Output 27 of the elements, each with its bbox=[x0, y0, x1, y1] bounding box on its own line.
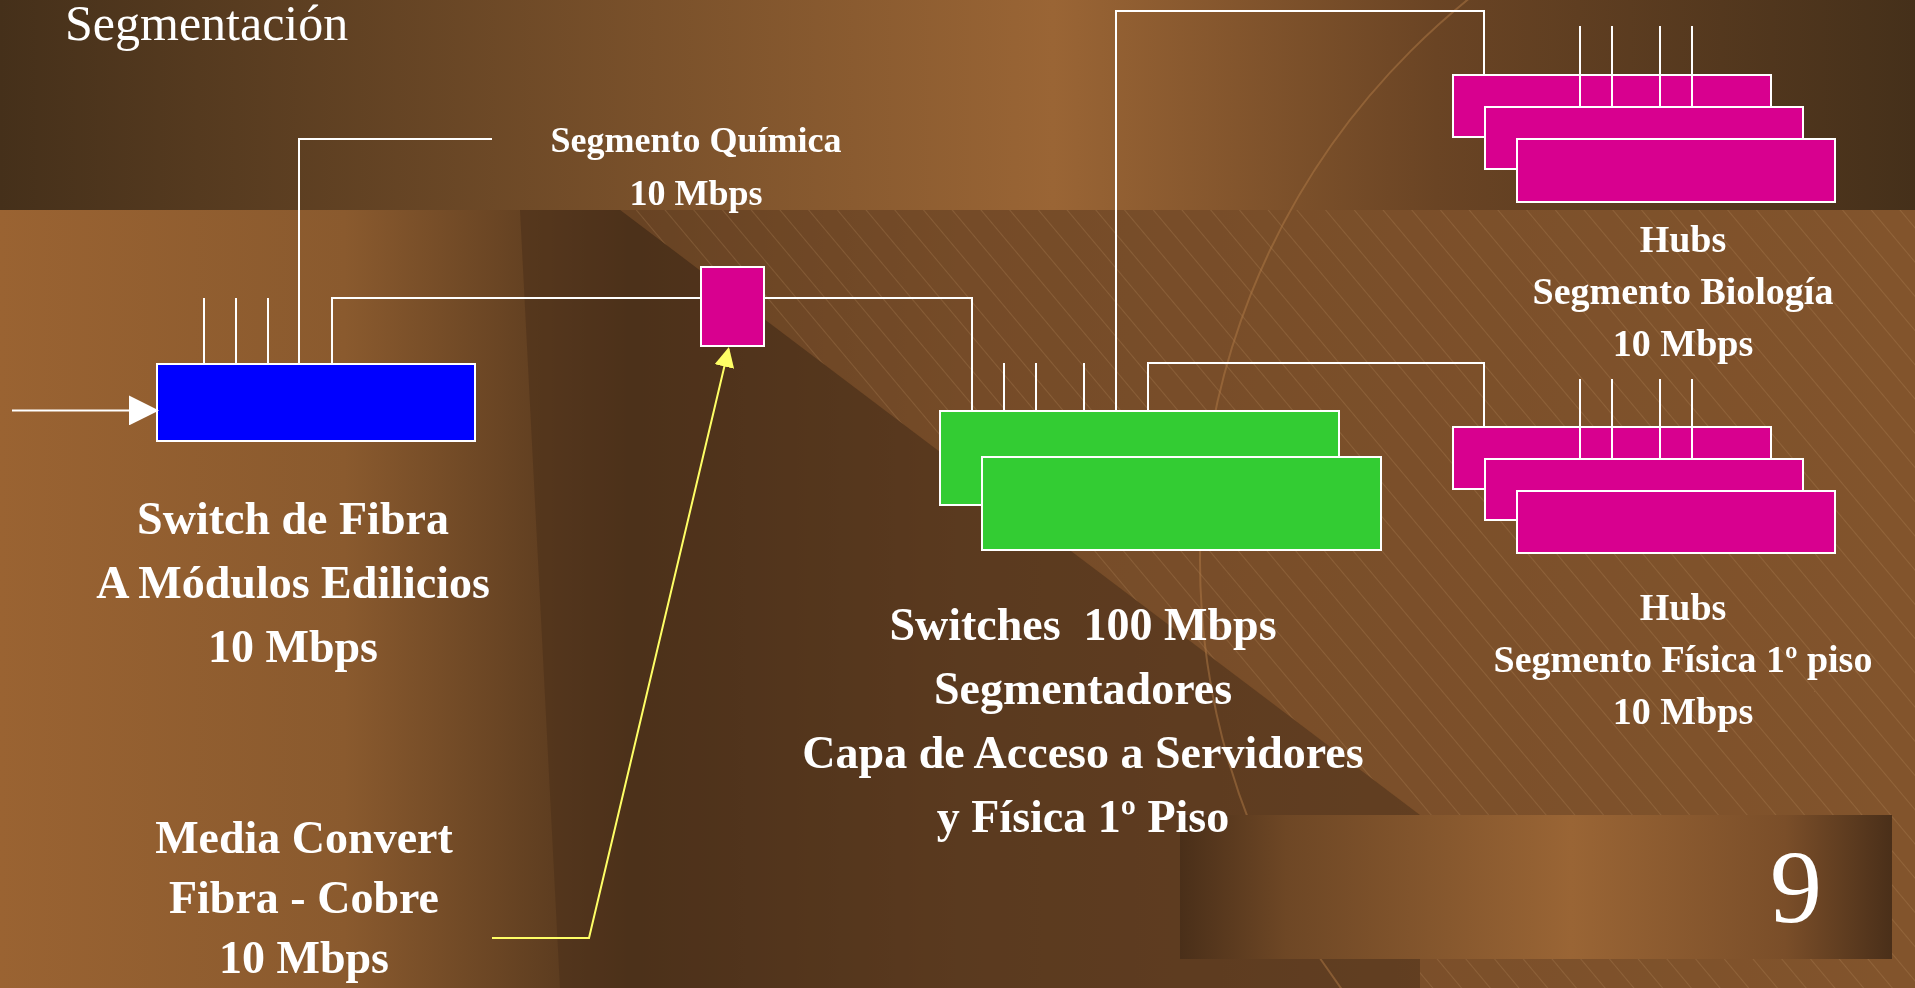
device-label: 10 Mbps bbox=[1612, 689, 1754, 734]
device-label: Segmentadores bbox=[933, 662, 1233, 716]
device-label: Hubs bbox=[1639, 217, 1727, 262]
device-label: 10 Mbps bbox=[629, 172, 763, 215]
device-label: A Módulos Edilicios bbox=[96, 556, 490, 610]
page-number: 9 bbox=[1770, 835, 1822, 939]
device-label: 10 Mbps bbox=[208, 620, 378, 674]
device-label: Switch de Fibra bbox=[137, 492, 449, 546]
device-label: Fibra - Cobre bbox=[169, 871, 439, 925]
device-label: Media Convert bbox=[155, 811, 453, 865]
slide-title: Segmentación bbox=[65, 0, 349, 52]
cable-line bbox=[764, 297, 973, 411]
cable-line bbox=[11, 395, 159, 426]
device-label: Segmento Biología bbox=[1532, 269, 1834, 314]
device-label: y Física 1º Piso bbox=[936, 790, 1230, 844]
cable-line bbox=[298, 138, 493, 364]
cable-line bbox=[331, 297, 701, 364]
leader-line bbox=[491, 347, 735, 939]
device-label: 10 Mbps bbox=[219, 931, 389, 985]
device-label: Switches 100 Mbps bbox=[889, 598, 1277, 652]
device-label: Segmento Química bbox=[550, 119, 842, 162]
cable-line bbox=[1147, 362, 1485, 427]
device-label: 10 Mbps bbox=[1612, 321, 1754, 366]
device-label: Capa de Acceso a Servidores bbox=[802, 726, 1364, 780]
cable-line bbox=[1115, 10, 1485, 411]
device-label: Hubs bbox=[1639, 585, 1727, 630]
device-label: Segmento Física 1º piso bbox=[1493, 637, 1873, 682]
